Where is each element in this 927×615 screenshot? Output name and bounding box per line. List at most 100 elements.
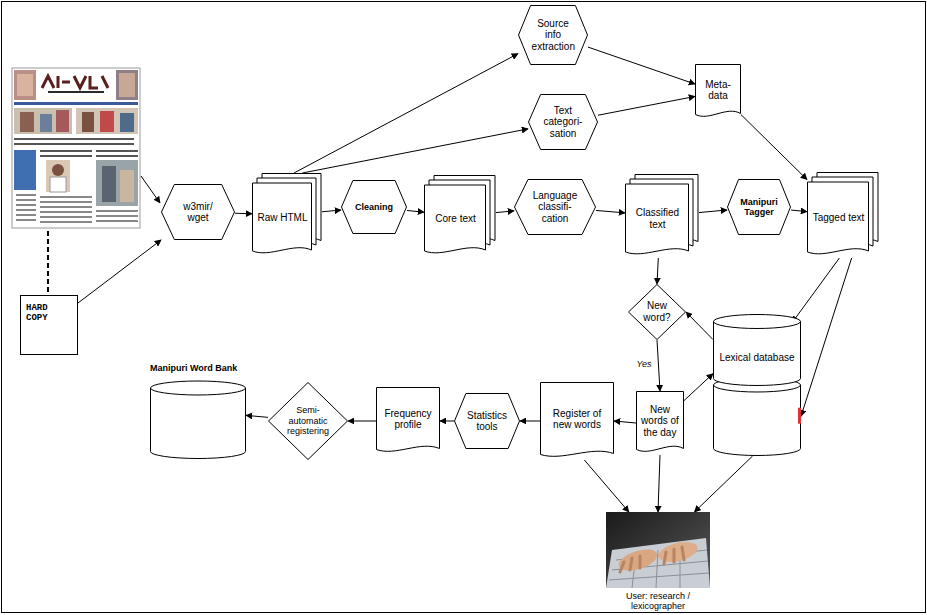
node-text: New words of the day [639,404,681,439]
process-hexagon: Cleaning [341,180,407,234]
process-hexagon: w3mir/ wget [161,184,235,240]
flow-arrow [584,460,628,512]
flow-arrow [699,210,727,213]
node-text: Classified text [630,207,685,230]
node-text: Manipuri Tagger [740,197,779,218]
text-area: Language classifi- cation [529,183,581,231]
edge-label: Yes [635,359,654,369]
flow-arrow [322,210,341,212]
text-area: Classified text [630,188,685,249]
flow-arrow [792,258,839,323]
node-text: Text categori- sation [542,105,585,140]
process-hexagon: Manipuri Tagger [727,179,791,235]
flow-arrow [407,210,424,212]
flow-arrow [658,455,660,512]
text-area: HARD COPY [26,303,58,347]
text-area: Source info extraction [532,9,575,61]
text-area: Tagged text [812,186,865,249]
node-text: Semi- automatic registering [285,405,331,436]
node-text: w3mir/ wget [175,201,220,224]
flow-arrow [686,312,713,340]
process-hexagon: Source info extraction [518,5,588,65]
flow-arrow [348,421,376,422]
node-text: User: research / lexicographer [606,591,710,612]
document-shape: Meta- data [695,64,741,120]
document-stack: Classified text [625,174,699,258]
flow-arrow [235,213,252,215]
node-text: Manipuri Word Bank [150,363,246,373]
document-shape: Frequency profile [376,387,440,455]
process-hexagon: Statistics tools [454,393,520,449]
node-text: Cleaning [354,202,394,212]
flow-arrow [496,211,514,213]
flow-arrow [246,415,268,417]
flow-arrow [694,456,752,512]
node-text: Statistics tools [467,410,507,433]
flow-arrow [294,54,518,173]
text-area: User: research / lexicographer [606,590,710,612]
text-area: w3mir/ wget [175,188,220,236]
node-text: Frequency profile [379,408,437,431]
process-box: HARD COPY [20,295,78,355]
dashed-link [47,231,49,293]
text-area: Text categori- sation [542,98,585,146]
text-area: Manipuri Word Bank [150,363,246,379]
decision-diamond: New word? [628,284,686,340]
node-text: Lexical database [719,352,795,364]
text-area: Meta- data [698,69,738,111]
text-area: Register of new words [543,387,611,451]
database-cylinder: Manipuri Word Bank [150,363,246,459]
flow-arrow [801,258,852,416]
flow-arrow [657,258,658,284]
node-text: Register of new words [543,408,611,431]
flow-arrow [684,374,713,401]
node-text: Tagged text [812,212,865,224]
decision-diamond: Semi- automatic registering [268,382,348,460]
flow-arrow [657,340,660,391]
flow-arrow [598,96,695,115]
flow-arrow [791,210,807,212]
text-area: Cleaning [354,184,394,230]
flow-arrow [302,129,528,173]
text-area: New word? [640,297,674,326]
process-hexagon: Language classifi- cation [514,179,596,235]
flow-arrow [614,421,636,423]
document-stack: Tagged text [807,172,879,258]
flow-arrow [520,421,540,422]
document-shape: New words of the day [636,391,684,455]
text-area: Frequency profile [379,392,437,446]
flow-arrow [440,421,454,422]
database-cylinder: Lexical database [713,314,801,456]
flow-arrow [596,210,625,212]
node-text: HARD COPY [26,303,58,324]
text-area: Raw HTML [257,187,308,248]
flow-arrow [78,240,161,303]
text-area: New words of the day [639,396,681,446]
newspaper-picture [12,68,140,228]
text-area: Lexical database [719,332,795,383]
flow-arrow [741,115,807,180]
node-text: Source info extraction [532,18,575,53]
document-shape: Register of new words [540,382,614,460]
node-text: Language classifi- cation [529,190,581,225]
node-text: Core text [429,213,482,225]
text-area: Core text [429,189,482,248]
shape-outline [150,363,246,459]
text-area: Statistics tools [467,397,507,445]
user-icon: User: research / lexicographer [606,512,710,612]
flow-arrow [588,47,695,84]
text-area: Manipuri Tagger [740,183,779,231]
source-arrow [141,176,160,203]
node-text: New word? [640,300,674,323]
node-text: Meta- data [698,79,738,102]
text-area: Semi- automatic registering [285,401,331,442]
node-text: Raw HTML [257,212,308,224]
document-stack: Core text [424,175,496,257]
shape-outline [713,314,801,456]
process-hexagon: Text categori- sation [528,94,598,150]
document-stack: Raw HTML [252,173,322,257]
